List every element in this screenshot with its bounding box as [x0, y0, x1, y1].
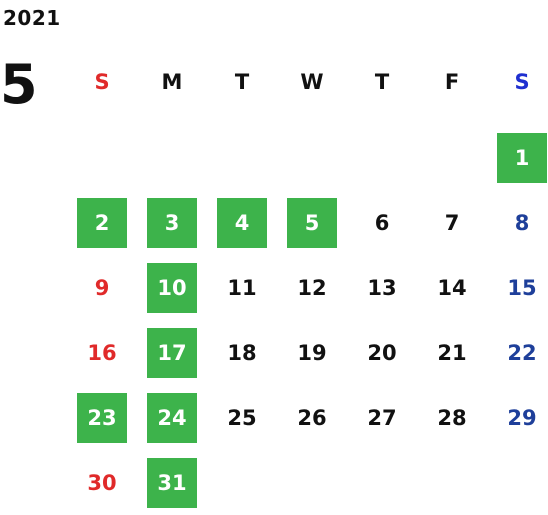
date-cell: 16 — [67, 320, 137, 385]
date-cell: 23 — [67, 385, 137, 450]
date-cell: 24 — [137, 385, 207, 450]
date: 13 — [367, 275, 397, 300]
date-cell: 5 — [277, 190, 347, 255]
date: 7 — [444, 210, 460, 235]
date: 25 — [227, 405, 257, 430]
date: 30 — [87, 470, 117, 495]
weekday-friday: F — [444, 70, 460, 94]
weekday-tuesday: T — [234, 70, 250, 94]
date-cell: 8 — [487, 190, 548, 255]
date-cell — [347, 450, 417, 515]
date-cell: 3 — [137, 190, 207, 255]
date-cell: 14 — [417, 255, 487, 320]
date: 16 — [87, 340, 117, 365]
date-cell: 20 — [347, 320, 417, 385]
date-cell — [207, 450, 277, 515]
date-cell: 19 — [277, 320, 347, 385]
date: 28 — [437, 405, 467, 430]
date-cell: 31 — [137, 450, 207, 515]
date: 8 — [514, 210, 530, 235]
date: 22 — [507, 340, 537, 365]
date: 20 — [367, 340, 397, 365]
date-cell: 11 — [207, 255, 277, 320]
year-label: 2021 — [3, 6, 61, 30]
date-cell: 2 — [67, 190, 137, 255]
date-cell: 18 — [207, 320, 277, 385]
date-cell: 9 — [67, 255, 137, 320]
date-highlighted: 31 — [147, 457, 197, 508]
date: 27 — [367, 405, 397, 430]
month-number: 5 — [0, 53, 38, 116]
date: 19 — [297, 340, 327, 365]
date: 12 — [297, 275, 327, 300]
weekday-saturday: S — [514, 70, 530, 94]
date-cell: 26 — [277, 385, 347, 450]
date-cell: 30 — [67, 450, 137, 515]
weekday-monday: M — [161, 70, 183, 94]
date-cell: 29 — [487, 385, 548, 450]
date-cell — [347, 125, 417, 190]
date: 18 — [227, 340, 257, 365]
date-cell: 12 — [277, 255, 347, 320]
date-cell: 22 — [487, 320, 548, 385]
date-cell: 28 — [417, 385, 487, 450]
date: 26 — [297, 405, 327, 430]
weekday-wednesday: W — [300, 70, 324, 94]
date-highlighted: 10 — [147, 262, 197, 313]
weekday-header-row: S M T W T F S — [67, 64, 548, 100]
date-cell — [277, 125, 347, 190]
date-cell — [277, 450, 347, 515]
date-cell: 10 — [137, 255, 207, 320]
date: 11 — [227, 275, 257, 300]
date-cell — [487, 450, 548, 515]
date-highlighted: 4 — [217, 197, 267, 248]
date-cell — [67, 125, 137, 190]
date: 29 — [507, 405, 537, 430]
date-cell: 1 — [487, 125, 548, 190]
date-cell: 13 — [347, 255, 417, 320]
date-cell — [207, 125, 277, 190]
date-cell: 7 — [417, 190, 487, 255]
date-cell — [417, 125, 487, 190]
date-highlighted: 2 — [77, 197, 127, 248]
date-cell: 21 — [417, 320, 487, 385]
date-cell: 17 — [137, 320, 207, 385]
date-highlighted: 24 — [147, 392, 197, 443]
date-highlighted: 3 — [147, 197, 197, 248]
date-cell: 27 — [347, 385, 417, 450]
date: 6 — [374, 210, 390, 235]
date-cell — [417, 450, 487, 515]
date-cell — [137, 125, 207, 190]
date: 15 — [507, 275, 537, 300]
date: 14 — [437, 275, 467, 300]
date-cell: 15 — [487, 255, 548, 320]
date-cell: 25 — [207, 385, 277, 450]
date-highlighted: 17 — [147, 327, 197, 378]
date-highlighted: 5 — [287, 197, 337, 248]
date: 9 — [94, 275, 110, 300]
date-cell: 4 — [207, 190, 277, 255]
date-highlighted: 1 — [497, 132, 547, 183]
weekday-thursday: T — [374, 70, 390, 94]
date: 21 — [437, 340, 467, 365]
weekday-sunday: S — [94, 70, 110, 94]
date-cell: 6 — [347, 190, 417, 255]
date-highlighted: 23 — [77, 392, 127, 443]
